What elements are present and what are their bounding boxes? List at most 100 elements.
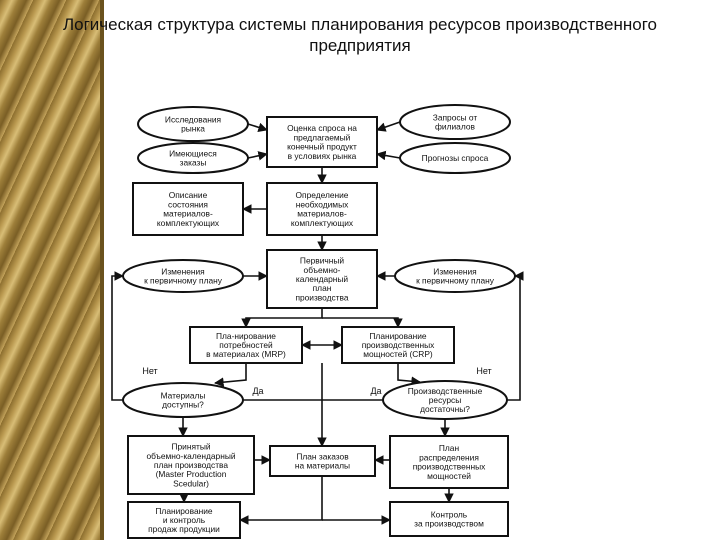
node-ellipse [122,382,244,418]
node-label-line: состояния [168,199,208,209]
node-label-line: комплектующих [157,218,220,228]
node-label-line: Описание [169,190,208,200]
node-box [266,249,378,309]
node-label-line: производственных [413,462,486,472]
connector-arrow [241,308,323,328]
edge-label-no-left: Нет [142,366,157,376]
node-box [127,501,241,539]
node-label-line: Оценка спроса на [287,123,357,133]
node-demand-forecasts: Прогнозы спроса [399,142,511,174]
connector-arrow [376,150,401,161]
node-label-line: объемно- [304,265,341,275]
border-edge [100,0,104,540]
node-label-line: календарный [296,274,349,284]
node-label-line: к первичному плану [144,276,223,286]
decorative-gold-border [0,0,100,540]
node-label-line: необходимых [296,199,349,209]
node-label-line: достаточны? [420,404,470,414]
node-label-line: доступны? [162,400,204,410]
node-label-line: Изменения [161,266,204,276]
node-label-line: потребностей [219,340,273,350]
node-box [266,116,378,168]
node-ellipse [399,142,511,174]
connector-arrow [247,151,268,161]
node-label-line: предлагаемый [294,132,351,142]
node-box [132,182,244,236]
node-box [127,435,255,495]
node-label-line: Прогнозы спроса [422,153,489,163]
connector-arrow [322,317,403,328]
connector-arrow [214,363,247,387]
edge-label-yes-left: Да [252,386,263,396]
node-box [269,445,376,477]
node-label-line: Контроль [431,509,468,519]
node-box [266,182,378,236]
connector-arrow [376,121,401,132]
node-label-line: материалов- [163,209,213,219]
node-ellipse [382,380,508,420]
node-label-line: производства [295,292,348,302]
node-label-line: объемно-календарный [146,451,235,461]
node-label-line: План [439,443,460,453]
node-label-line: на материалы [295,461,350,471]
node-label-line: Scedular) [173,478,209,488]
node-box [189,326,303,364]
edge-label-no-right: Нет [476,366,491,376]
node-label-line: Пла-нирование [216,331,276,341]
node-label-line: план [313,283,332,293]
node-box [389,435,509,489]
node-label-line: Планирование [155,506,212,516]
node-label-line: ресурсы [429,395,461,405]
node-label-line: (Master Production [156,469,227,479]
node-label-line: Изменения [433,266,476,276]
node-label-line: Исследования [165,114,221,124]
node-ellipse [137,106,249,142]
node-label-line: конечный продукт [287,142,357,152]
connector-arrow [247,122,268,132]
node-capacity-plan: Планраспределенияпроизводственныхмощност… [389,435,509,489]
node-label-line: филиалов [435,122,475,132]
node-label-line: план производства [154,460,228,470]
page-title: Логическая структура системы планировани… [63,15,657,55]
node-label-line: План заказов [296,451,349,461]
node-label-line: Материалы [161,390,206,400]
node-label-line: и контроль [163,515,206,525]
node-label-line: распределения [419,452,479,462]
node-label-line: производственных [362,340,435,350]
node-label-line: Производственные [408,386,483,396]
node-label-line: рынка [181,124,205,134]
flowchart-nodes: ИсследованиярынкаИмеющиесязаказыЗапросы … [122,104,516,539]
node-label-line: мощностей [427,471,471,481]
node-label-line: мощностей (CRP) [363,349,433,359]
node-label-line: Запросы от [433,112,478,122]
node-materials-needed: Определениенеобходимыхматериалов-комплек… [266,182,378,236]
node-label-line: Планирование [369,331,426,341]
node-label-line: продаж продукции [148,524,220,534]
edge-label-yes-right: Да [370,386,381,396]
node-label-line: Определение [296,190,349,200]
connector-arrow [507,271,524,401]
node-ellipse [122,259,244,293]
node-label-line: заказы [180,158,207,168]
node-ellipse [137,142,249,174]
node-box [389,501,509,537]
node-label-line: за производством [414,519,484,529]
node-materials-description: Описаниесостоянияматериалов-комплектующи… [132,182,244,236]
connector-arrow [397,363,421,386]
node-box [341,326,455,364]
node-label-line: Первичный [300,256,344,266]
